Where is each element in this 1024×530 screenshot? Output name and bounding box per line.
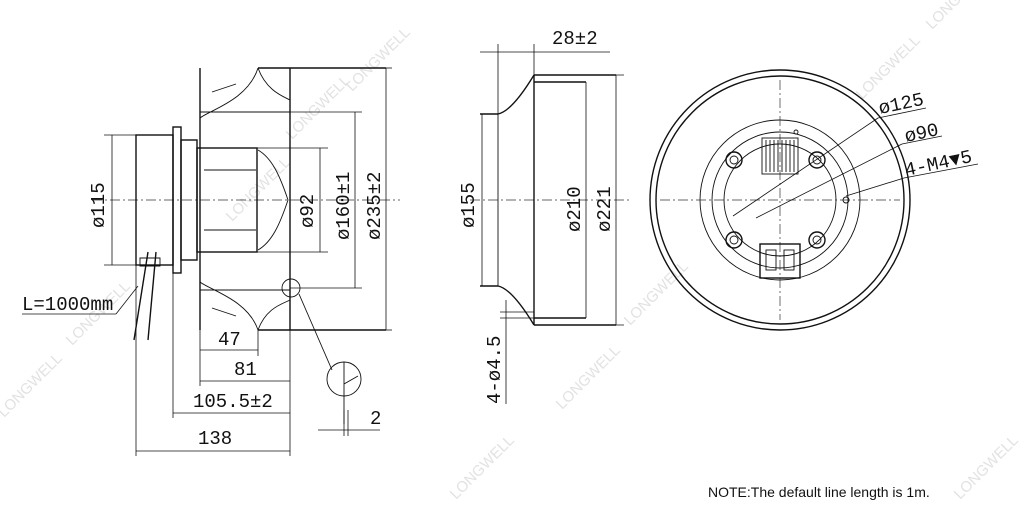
dim-d90: ø90 — [903, 119, 941, 148]
inlet-ring-view: 28±2 ø155 ø210 ø221 4-ø4.5 — [458, 28, 630, 404]
note-text: NOTE:The default line length is 1m. — [708, 484, 930, 500]
blade-lines — [204, 83, 256, 317]
dim-105: 105.5±2 — [193, 391, 273, 413]
dim-138: 138 — [198, 428, 232, 450]
side-view: ø115 ø92 ø160±1 ø235±2 L=1000mm 47 81 — [22, 67, 400, 456]
m4-hole — [842, 196, 850, 204]
outer-ring — [649, 69, 911, 331]
dim-28: 28±2 — [552, 28, 598, 50]
rotor-hub — [196, 147, 258, 253]
dim-d235: ø235±2 — [364, 172, 386, 240]
ring-bottom-edges — [534, 317, 616, 326]
outer-ring-inner — [655, 75, 905, 325]
detail-leader — [298, 293, 333, 371]
cable-gland — [139, 257, 161, 267]
connector-box — [759, 243, 801, 279]
cable-length-label: L=1000mm — [22, 294, 113, 316]
ring-curve-bottom — [480, 285, 535, 326]
front-view: ø125 ø90 4-M4▼5 — [649, 69, 979, 331]
dim-holes: 4-ø4.5 — [484, 336, 506, 404]
dim-d210: ø210 — [564, 186, 586, 232]
blade-bottom — [199, 281, 259, 331]
dim-47: 47 — [218, 329, 241, 351]
dim-d155: ø155 — [458, 182, 480, 228]
d125-leader — [732, 117, 879, 217]
cable-leader — [115, 285, 139, 315]
mounting-bosses — [725, 151, 826, 249]
blade-top — [199, 67, 259, 119]
dim-d92: ø92 — [297, 194, 319, 228]
ring-curve-top — [480, 74, 535, 115]
dim-d221: ø221 — [594, 186, 616, 232]
blade-edges — [200, 111, 290, 291]
watermark: LONGWELL — [923, 0, 994, 33]
detail-lines — [343, 362, 359, 424]
dim-81: 81 — [234, 359, 257, 381]
d90-leader — [755, 143, 903, 219]
watermark: LONGWELL — [951, 432, 1022, 503]
dim-2: 2 — [370, 408, 381, 430]
small-hole — [793, 129, 799, 135]
shroud-curves — [257, 67, 291, 331]
dim-d125: ø125 — [877, 89, 926, 120]
dim-d160: ø160±1 — [333, 172, 355, 240]
watermarks: LONGWELL LONGWELL LONGWELL LONGWELL LONG… — [0, 0, 1022, 503]
watermark: LONGWELL — [0, 350, 66, 421]
m4-leader — [845, 177, 905, 197]
dim-m4: 4-M4▼5 — [903, 146, 975, 182]
inlet-curve — [257, 149, 289, 251]
watermark: LONGWELL — [621, 258, 692, 329]
ring-top-edges — [534, 74, 616, 83]
watermark: LONGWELL — [553, 342, 624, 413]
cooling-fins — [761, 137, 799, 175]
watermark: LONGWELL — [447, 432, 518, 503]
dim-d115: ø115 — [88, 182, 110, 228]
watermark: LONGWELL — [283, 72, 354, 143]
